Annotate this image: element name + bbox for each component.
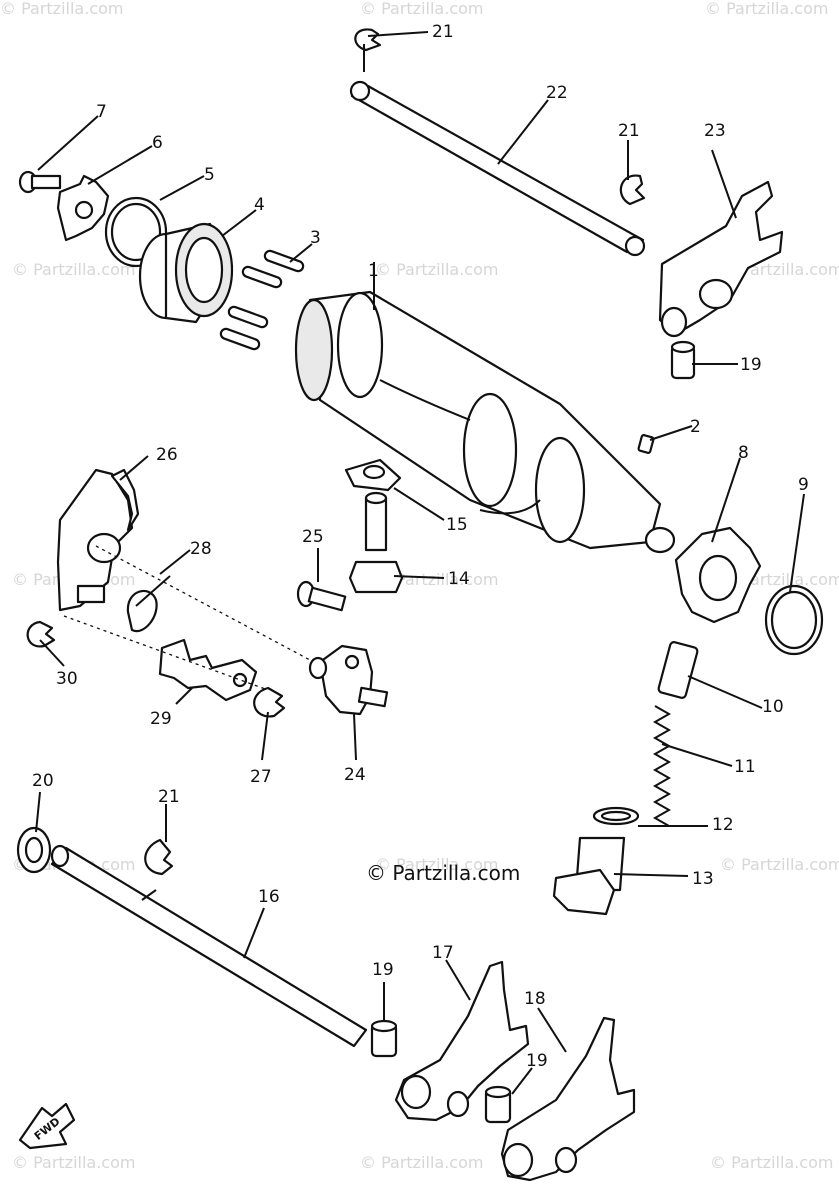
callout-21: 21 xyxy=(618,121,640,141)
callout-19: 19 xyxy=(372,960,394,980)
shift-rod-lower xyxy=(50,844,368,1048)
guide-pin-lower-b xyxy=(484,1085,512,1124)
callout-12: 12 xyxy=(712,815,734,835)
guide-pin-upper xyxy=(670,340,696,380)
shift-guide xyxy=(158,638,258,702)
washer-20 xyxy=(16,826,52,874)
drum-pin xyxy=(637,434,655,454)
watermark: © Partzilla.com xyxy=(360,0,483,18)
leader-lines xyxy=(35,31,805,1095)
callout-1: 1 xyxy=(368,261,379,281)
copyright-text: © Partzilla.com xyxy=(366,861,520,885)
neutral-bolt xyxy=(348,491,404,594)
callout-28: 28 xyxy=(190,539,212,559)
callout-27: 27 xyxy=(250,767,272,787)
shift-fork-17 xyxy=(394,960,530,1122)
callout-13: 13 xyxy=(692,869,714,889)
callout-6: 6 xyxy=(152,133,163,153)
dowel-pins xyxy=(219,249,305,351)
return-spring xyxy=(126,575,171,633)
watermark: © Partzilla.com xyxy=(360,1153,483,1172)
callout-numbers: 1 2 3 4 5 6 7 8 9 10 11 12 13 14 15 16 1… xyxy=(32,22,809,1071)
plug xyxy=(552,836,626,916)
screw-25 xyxy=(296,580,347,612)
shift-drum xyxy=(294,290,676,554)
watermark: © Partzilla.com xyxy=(375,570,498,589)
callout-8: 8 xyxy=(738,443,749,463)
callout-10: 10 xyxy=(762,697,784,717)
callout-2: 2 xyxy=(690,417,701,437)
drum-stopper-plate xyxy=(344,458,402,492)
callout-24: 24 xyxy=(344,765,366,785)
circlip-lower xyxy=(144,838,174,876)
callout-21: 21 xyxy=(158,787,180,807)
watermark: © Partzilla.com xyxy=(375,855,498,874)
plunger xyxy=(657,641,699,699)
callout-16: 16 xyxy=(258,887,280,907)
shift-fork-upper xyxy=(658,180,784,338)
callout-20: 20 xyxy=(32,771,54,791)
shift-lever xyxy=(56,468,140,612)
assembly-line xyxy=(95,545,311,661)
assembly-line xyxy=(63,615,269,691)
shift-rod-upper xyxy=(349,80,646,257)
callout-11: 11 xyxy=(734,757,756,777)
screw-7 xyxy=(18,170,62,194)
callout-25: 25 xyxy=(302,527,324,547)
circlip-mid xyxy=(619,174,646,206)
fwd-arrow: FWD xyxy=(18,1102,76,1150)
guide-pin-lower-a xyxy=(370,1019,398,1058)
callout-14: 14 xyxy=(448,569,470,589)
callout-3: 3 xyxy=(310,228,321,248)
watermark: © Partzilla.com xyxy=(720,855,839,874)
watermark: © Partzilla.com xyxy=(0,0,123,18)
callout-5: 5 xyxy=(204,165,215,185)
watermark: © Partzilla.com xyxy=(705,0,828,18)
circlip-27 xyxy=(253,686,286,718)
callout-7: 7 xyxy=(96,102,107,122)
watermark: © Partzilla.com xyxy=(375,260,498,279)
callout-9: 9 xyxy=(798,475,809,495)
callout-23: 23 xyxy=(704,121,726,141)
circlip-9 xyxy=(764,584,824,656)
circlip-30 xyxy=(26,620,56,648)
watermark: © Partzilla.com xyxy=(12,260,135,279)
shift-arm xyxy=(308,644,389,716)
spring xyxy=(652,705,672,827)
shift-fork-18 xyxy=(500,1016,636,1182)
callout-30: 30 xyxy=(56,669,78,689)
shift-drum-segment xyxy=(674,526,762,624)
callout-26: 26 xyxy=(156,445,178,465)
washer xyxy=(592,806,640,826)
callout-17: 17 xyxy=(432,943,454,963)
callout-15: 15 xyxy=(446,515,468,535)
watermark: © Partzilla.com xyxy=(12,1153,135,1172)
callout-21: 21 xyxy=(432,22,454,42)
circlip-top xyxy=(354,28,382,52)
stopper-plate xyxy=(56,174,110,242)
callout-4: 4 xyxy=(254,195,265,215)
callout-18: 18 xyxy=(524,989,546,1009)
bearing xyxy=(138,222,234,324)
callout-22: 22 xyxy=(546,83,568,103)
callout-19: 19 xyxy=(526,1051,548,1071)
watermark: © Partzilla.com xyxy=(710,1153,833,1172)
callout-19: 19 xyxy=(740,355,762,375)
callout-29: 29 xyxy=(150,709,172,729)
